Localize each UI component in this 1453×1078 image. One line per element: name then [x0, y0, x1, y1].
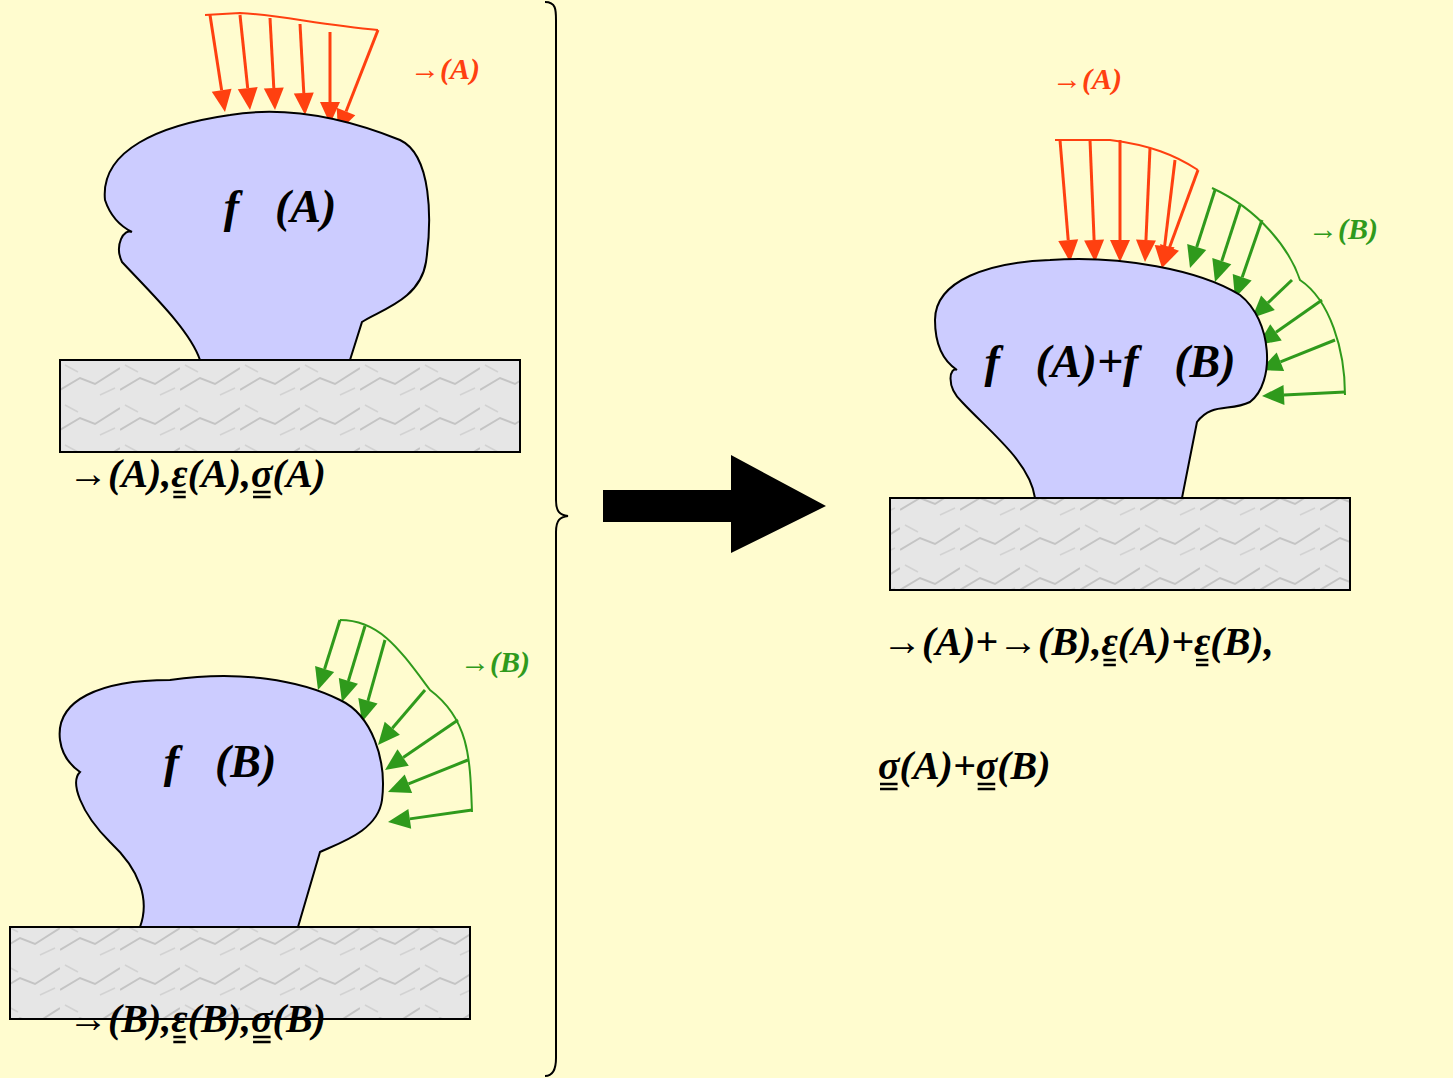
load-arrow — [358, 640, 385, 722]
load-arrow — [1258, 300, 1322, 345]
elastic-body: f⃗(B) — [50, 665, 395, 935]
load-arrow — [337, 30, 378, 132]
load-label: →(B) — [1308, 212, 1378, 246]
load-arrow — [378, 690, 425, 745]
tensor-underline — [1196, 664, 1208, 667]
load-arrow — [1084, 140, 1104, 262]
load-envelope — [205, 13, 378, 30]
tensor-underline — [880, 788, 898, 791]
load-arrow — [210, 15, 232, 112]
load-arrow — [1252, 280, 1292, 318]
tensor-underline — [978, 788, 996, 791]
load-arrow — [238, 15, 258, 110]
elastic-body: f⃗(A) — [95, 100, 440, 370]
body-outline — [50, 665, 395, 935]
elastic-body: f⃗(A)+f⃗(B) — [925, 235, 1285, 505]
force-label: f⃗(A)+f⃗(B) — [984, 335, 1235, 388]
load-arrow — [294, 24, 314, 115]
load-arrow — [339, 626, 365, 702]
support-block — [890, 498, 1350, 590]
load-arrow — [1058, 140, 1078, 262]
load-arrow — [315, 620, 340, 690]
load-arrow — [1212, 205, 1240, 282]
tensor-underline — [173, 1041, 185, 1044]
load-arrow — [1187, 190, 1215, 268]
load-arrow — [385, 720, 458, 770]
load-label: →(A) — [1052, 62, 1122, 96]
field-label: →(B),ε(B),σ(B) — [68, 995, 326, 1042]
load-arrow — [1262, 385, 1345, 405]
force-label: f⃗(A) — [224, 180, 336, 233]
implies-arrow — [603, 455, 826, 553]
load-arrow — [1260, 340, 1335, 371]
load-arrow — [1110, 140, 1130, 262]
load-envelope — [1055, 140, 1198, 170]
support-block — [60, 360, 520, 452]
tensor-underline — [253, 1041, 271, 1044]
load-label: →(B) — [460, 645, 530, 679]
force-label: f⃗(B) — [164, 735, 276, 788]
field-label: →(A)+→(B),ε(A)+ε(B), — [882, 618, 1274, 665]
load-arrow — [388, 809, 472, 829]
tensor-underline — [173, 496, 185, 499]
load-arrow — [388, 760, 468, 793]
field-label: →(A),ε(A),σ(A) — [68, 450, 326, 497]
load-arrow — [1136, 148, 1156, 262]
load-arrow — [1233, 220, 1262, 298]
load-label: →(A) — [410, 52, 480, 86]
brace — [545, 2, 568, 1076]
field-label: σ(A)+σ(B) — [878, 742, 1051, 789]
tensor-underline — [1103, 664, 1115, 667]
tensor-underline — [253, 496, 271, 499]
body-outline — [95, 100, 440, 370]
load-arrow — [264, 18, 284, 110]
